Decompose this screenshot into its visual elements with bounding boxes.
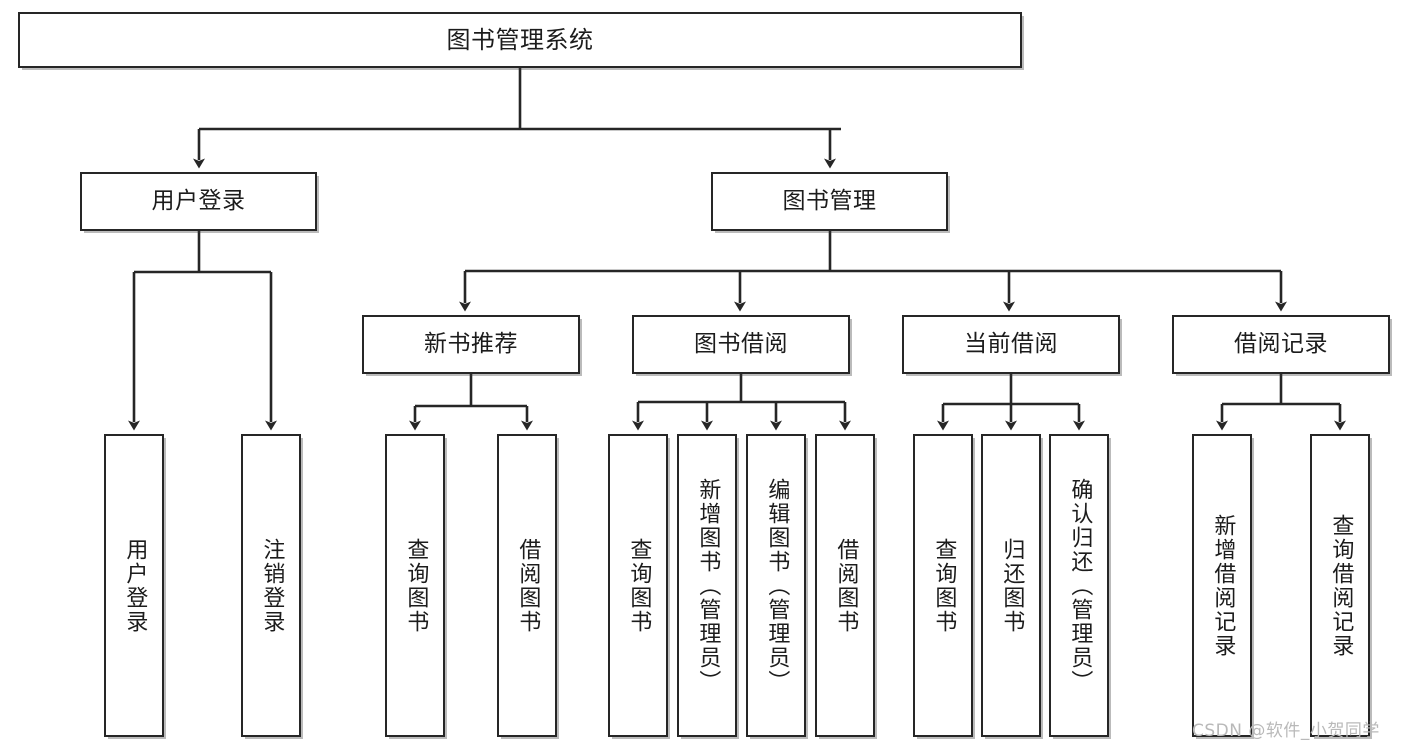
node-label: 借阅图书 bbox=[515, 537, 541, 634]
node-leaf-query-book-recommend[interactable]: 查询图书 bbox=[385, 434, 445, 737]
node-leaf-logout-login[interactable]: 注销登录 bbox=[241, 434, 301, 737]
node-label: 用户登录 bbox=[122, 537, 148, 634]
node-label: 查询图书 bbox=[403, 537, 429, 634]
node-leaf-query-book-current[interactable]: 查询图书 bbox=[913, 434, 973, 737]
node-label: 当前借阅 bbox=[964, 330, 1058, 357]
node-label: 图书借阅 bbox=[694, 330, 788, 357]
node-leaf-edit-book-admin[interactable]: 编辑图书（管理员） bbox=[746, 434, 806, 737]
node-current-borrow[interactable]: 当前借阅 bbox=[902, 315, 1120, 374]
node-leaf-user-login[interactable]: 用户登录 bbox=[104, 434, 164, 737]
node-label: 新增图书（管理员） bbox=[695, 477, 721, 694]
node-label: 图书管理 bbox=[782, 187, 877, 214]
node-leaf-query-borrow-record[interactable]: 查询借阅记录 bbox=[1310, 434, 1370, 737]
node-label: 编辑图书（管理员） bbox=[764, 477, 790, 694]
node-borrow-record[interactable]: 借阅记录 bbox=[1172, 315, 1390, 374]
node-label: 查询借阅记录 bbox=[1328, 513, 1354, 658]
node-label: 图书管理系统 bbox=[446, 25, 594, 54]
node-label: 查询图书 bbox=[626, 537, 652, 634]
node-root-book-management-system[interactable]: 图书管理系统 bbox=[18, 12, 1022, 68]
node-book-management[interactable]: 图书管理 bbox=[711, 172, 948, 231]
node-book-borrow[interactable]: 图书借阅 bbox=[632, 315, 850, 374]
node-label: 借阅图书 bbox=[833, 537, 859, 634]
node-label: 新书推荐 bbox=[424, 330, 518, 357]
node-label: 用户登录 bbox=[151, 187, 246, 214]
node-label: 新增借阅记录 bbox=[1210, 513, 1236, 658]
node-user-login[interactable]: 用户登录 bbox=[80, 172, 317, 231]
node-label: 查询图书 bbox=[931, 537, 957, 634]
node-label: 借阅记录 bbox=[1234, 330, 1328, 357]
node-leaf-confirm-return-admin[interactable]: 确认归还（管理员） bbox=[1049, 434, 1109, 737]
node-leaf-return-book[interactable]: 归还图书 bbox=[981, 434, 1041, 737]
node-leaf-borrow-book-borrow[interactable]: 借阅图书 bbox=[815, 434, 875, 737]
node-new-book-recommend[interactable]: 新书推荐 bbox=[362, 315, 580, 374]
watermark: CSDN @软件_小贺同学 bbox=[1192, 721, 1380, 741]
node-leaf-add-book-admin[interactable]: 新增图书（管理员） bbox=[677, 434, 737, 737]
node-leaf-add-borrow-record[interactable]: 新增借阅记录 bbox=[1192, 434, 1252, 737]
node-label: 确认归还（管理员） bbox=[1067, 477, 1093, 694]
node-label: 归还图书 bbox=[999, 537, 1025, 634]
node-leaf-query-book-borrow[interactable]: 查询图书 bbox=[608, 434, 668, 737]
node-leaf-borrow-book-recommend[interactable]: 借阅图书 bbox=[497, 434, 557, 737]
node-label: 注销登录 bbox=[259, 537, 285, 634]
